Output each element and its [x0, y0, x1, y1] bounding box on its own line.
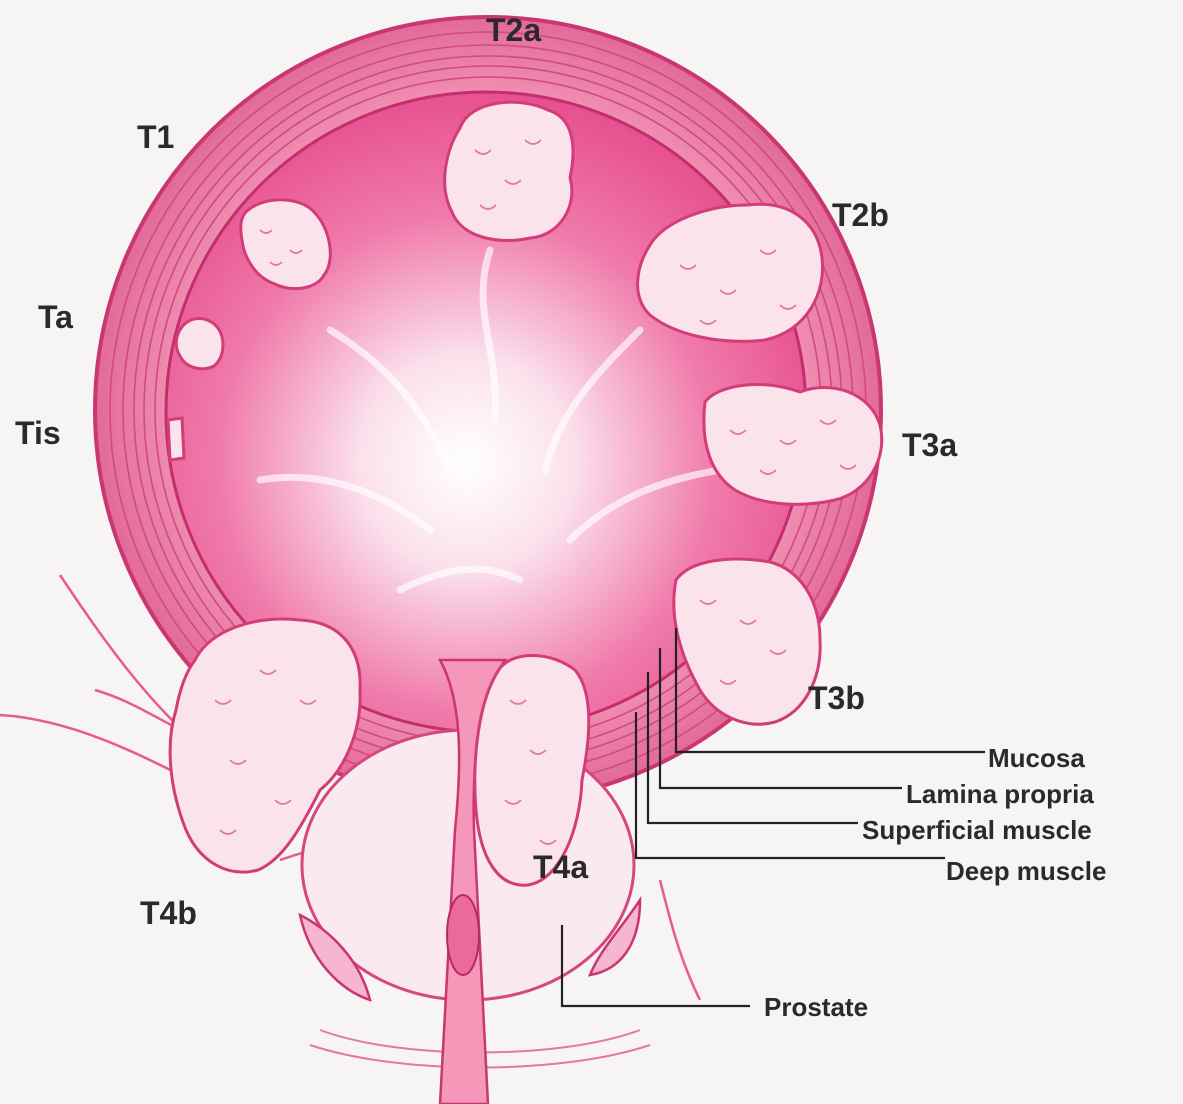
label-t4a: T4a	[533, 851, 588, 883]
tumor-t2a	[445, 102, 573, 240]
label-mucosa: Mucosa	[988, 745, 1085, 771]
label-t3a: T3a	[902, 429, 957, 461]
label-superficial-muscle: Superficial muscle	[862, 817, 1092, 843]
label-lamina-propria: Lamina propria	[906, 781, 1094, 807]
label-t4b: T4b	[140, 897, 197, 929]
tumor-tis	[168, 418, 184, 460]
label-deep-muscle: Deep muscle	[946, 858, 1106, 884]
label-t2b: T2b	[832, 199, 889, 231]
label-tis: Tis	[15, 417, 61, 449]
label-ta: Ta	[38, 301, 73, 333]
verumontanum	[447, 895, 479, 975]
label-t3b: T3b	[808, 682, 865, 714]
tumor-t3a	[704, 385, 882, 505]
label-t2a: T2a	[486, 14, 541, 46]
label-prostate: Prostate	[764, 994, 868, 1020]
tumor-ta	[176, 318, 223, 368]
label-t1: T1	[137, 121, 174, 153]
